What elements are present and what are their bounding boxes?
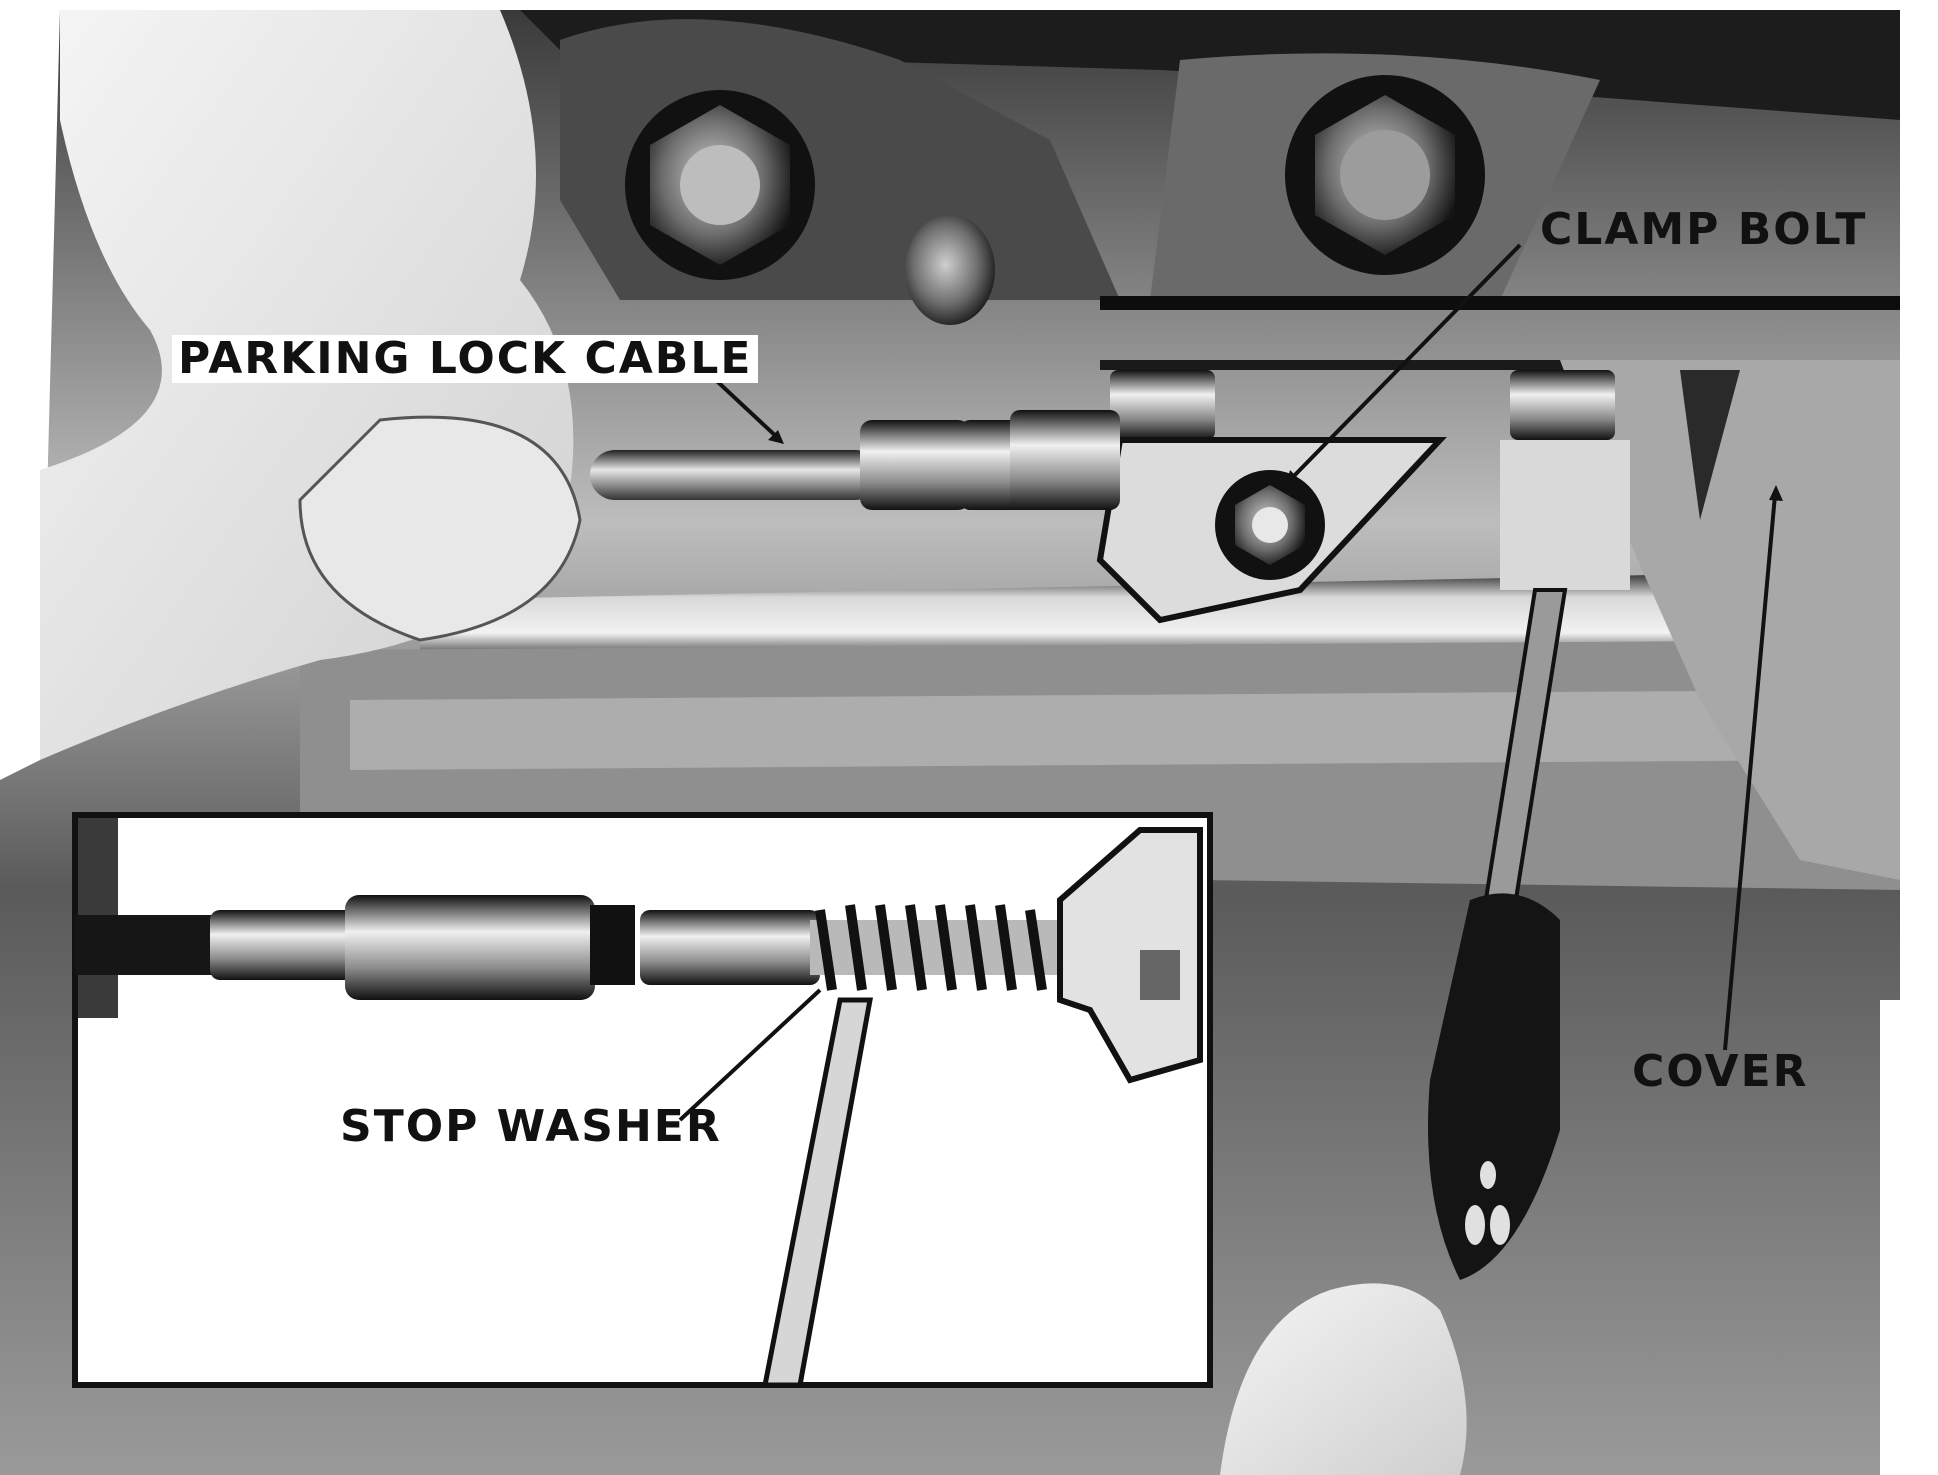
upper-bolt-left: [625, 90, 815, 280]
upper-bolt-right: [1285, 75, 1485, 275]
pan-bolt-1: [1110, 370, 1215, 440]
parking-lock-cable: [590, 410, 1120, 510]
label-cover: COVER: [1632, 1046, 1809, 1097]
hand-upper-left: [40, 10, 582, 760]
label-clamp-bolt: CLAMP BOLT: [1540, 204, 1868, 255]
inset-bracket: [1057, 827, 1203, 1084]
label-stop-washer: STOP WASHER: [340, 1101, 722, 1152]
pan-bolt-2: [1500, 370, 1630, 590]
leader-lines: [678, 243, 1777, 1122]
clamp-bolt: [1215, 470, 1325, 580]
leader-arrowheads: [768, 430, 1783, 501]
arrow-clamp-bolt: [1286, 470, 1300, 486]
inset-screwdriver: [761, 997, 873, 1388]
small-bolt-upper: [905, 215, 995, 325]
leader-cover: [1723, 494, 1777, 1051]
screwdriver-right: [1428, 588, 1568, 1280]
inset-detail-box: [72, 812, 1213, 1388]
label-parking-lock-cable: PARKING LOCK CABLE: [172, 335, 759, 383]
leader-clamp-bolt: [1288, 243, 1522, 482]
arrow-parking-lock-cable: [768, 430, 784, 444]
hand-lower-right: [1220, 1283, 1467, 1475]
leader-stop-washer: [678, 988, 822, 1122]
inset-spring: [810, 904, 1070, 991]
arrow-cover: [1769, 485, 1783, 501]
inset-cable: [75, 895, 820, 1000]
